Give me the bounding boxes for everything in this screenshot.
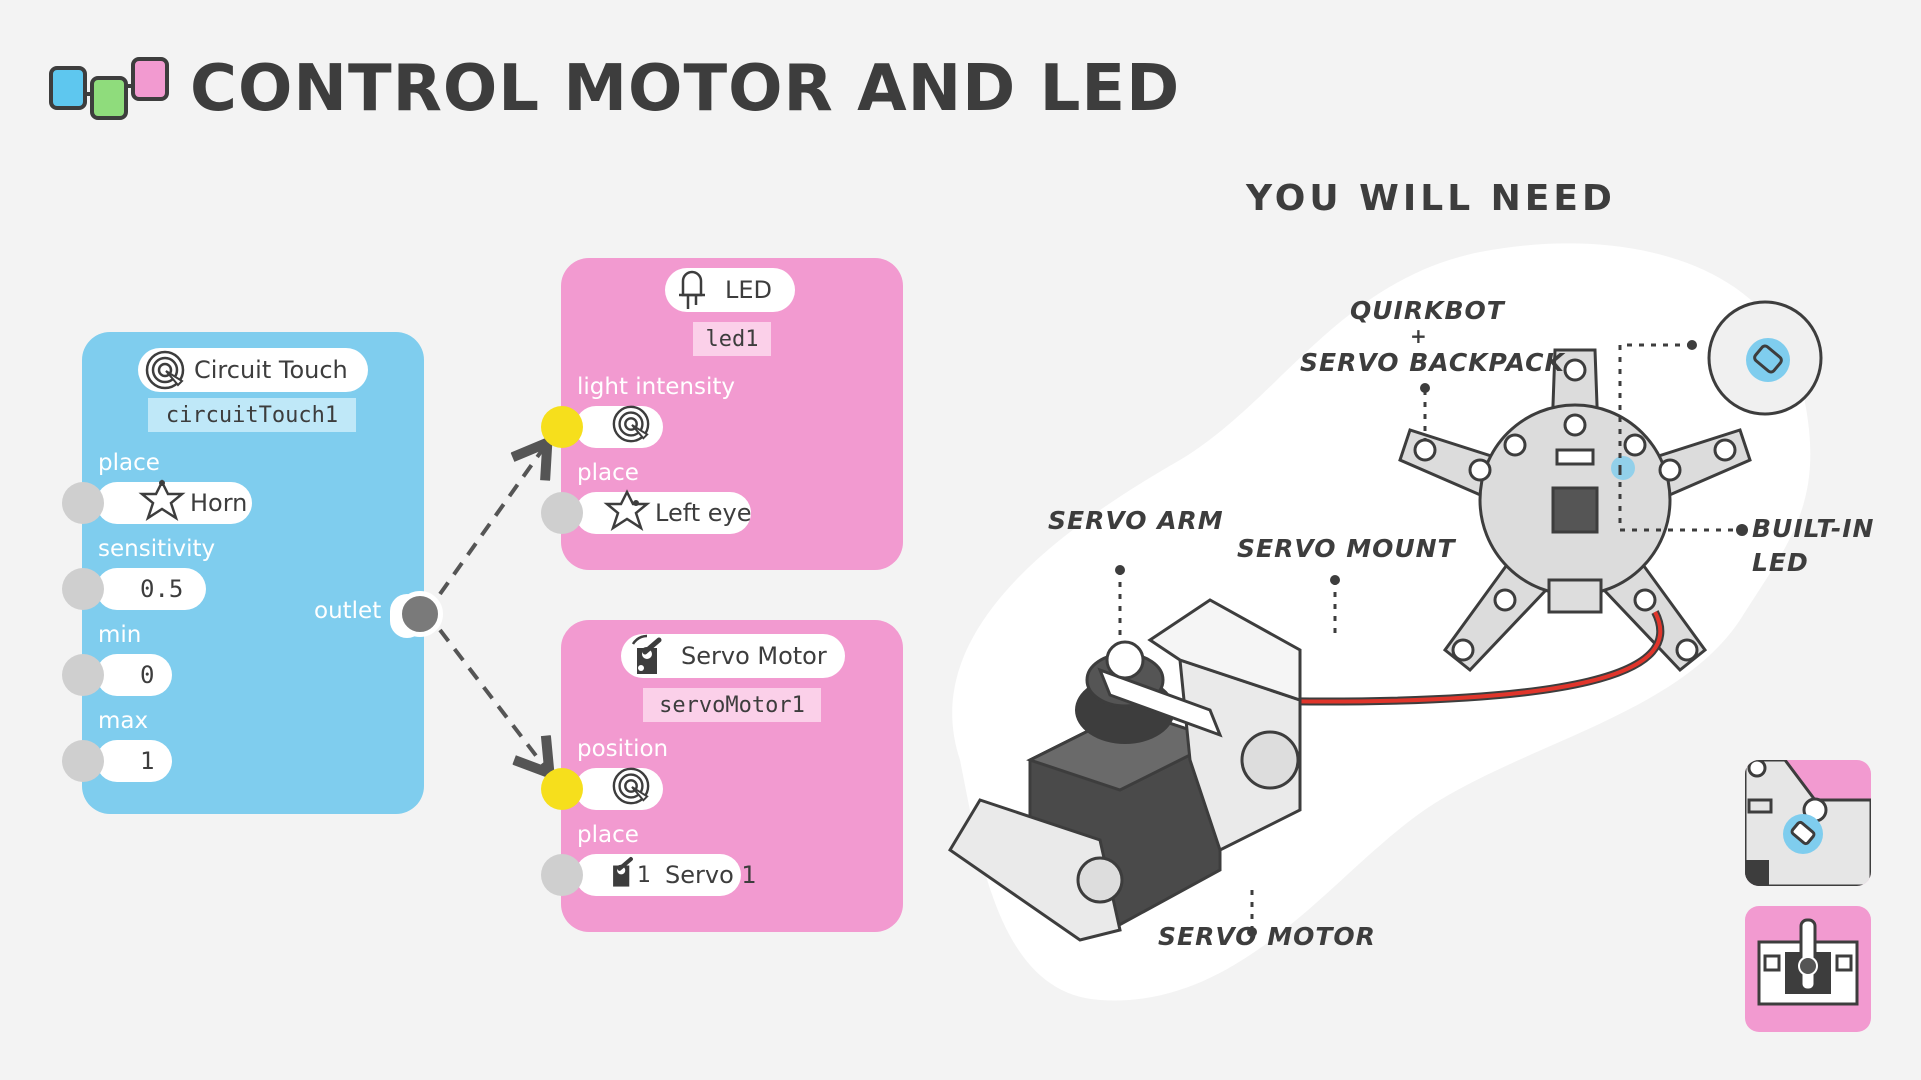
place-label: place (98, 450, 160, 476)
star-bot-icon (603, 488, 651, 538)
servo-place-field[interactable]: 1 Servo 1 (575, 854, 757, 896)
led-place-field[interactable]: Left eye (575, 489, 752, 534)
led-id[interactable]: led1 (693, 322, 771, 356)
servo-icon (625, 633, 671, 679)
touch-icon (142, 347, 188, 393)
servo-place-label: place (577, 822, 639, 848)
min-label: min (98, 622, 142, 648)
callout-servo-mount: SERVO MOUNT (1237, 534, 1456, 563)
min-value: 0 (140, 661, 155, 689)
led-node[interactable]: LED led1 light intensity place Left eye (541, 258, 903, 570)
star-bot-icon (138, 478, 186, 528)
servo-thumbnail[interactable] (1745, 906, 1871, 1032)
circuit-touch-id[interactable]: circuitTouch1 (148, 398, 356, 432)
circuit-touch-node[interactable]: Circuit Touch circuitTouch1 place Horn s… (62, 332, 424, 814)
servo-thumbnail-icon (1757, 918, 1859, 1006)
callout-servo-motor: SERVO MOTOR (1158, 922, 1376, 951)
sensitivity-field[interactable]: 0.5 (96, 568, 206, 610)
min-field[interactable]: 0 (96, 654, 172, 696)
led-header[interactable]: LED (665, 268, 795, 312)
place-port[interactable] (62, 482, 104, 524)
light-intensity-label: light intensity (577, 374, 736, 400)
outlet-port[interactable] (397, 591, 443, 637)
callout-servo-backpack: SERVO BACKPACK (1300, 348, 1565, 377)
logo-blocks-icon (49, 57, 169, 120)
touch-icon (611, 766, 651, 812)
servo-node[interactable]: Servo Motor servoMotor1 position place 1… (541, 620, 903, 932)
place-field[interactable]: Horn (96, 479, 252, 524)
position-field[interactable] (575, 766, 663, 812)
callout-quirkbot: QUIRKBOT (1350, 296, 1505, 325)
outlet-label: outlet (314, 598, 382, 624)
led-icon (669, 267, 715, 313)
servo-assembly (947, 598, 1302, 942)
place-value: Horn (190, 489, 248, 517)
quirkbot-board (1214, 348, 1752, 706)
servo-header[interactable]: Servo Motor (621, 634, 845, 678)
circuit-touch-header[interactable]: Circuit Touch (138, 348, 368, 392)
max-value: 1 (140, 747, 155, 775)
servo-place-value: Servo 1 (665, 861, 757, 889)
light-intensity-port[interactable] (541, 406, 583, 448)
led-name: LED (725, 276, 773, 304)
board-thumbnail-icon (1745, 760, 1871, 886)
max-port[interactable] (62, 740, 104, 782)
callout-servo-arm: SERVO ARM (1048, 506, 1224, 535)
max-label: max (98, 708, 149, 734)
light-intensity-field[interactable] (575, 404, 663, 450)
servo-place-port[interactable] (541, 854, 583, 896)
sensitivity-value: 0.5 (140, 575, 184, 603)
touch-icon (611, 404, 651, 450)
you-will-need-title: YOU WILL NEED (1246, 178, 1616, 219)
led-zoom-circle (1707, 300, 1823, 416)
servo-place-badge: 1 (637, 862, 651, 888)
position-port[interactable] (541, 768, 583, 810)
page-title: CONTROL MOTOR AND LED (190, 52, 1181, 126)
hardware-illustration (947, 243, 1823, 1001)
callout-plus: + (1410, 324, 1428, 348)
led-place-value: Left eye (655, 499, 752, 527)
servo-icon (605, 850, 639, 900)
servo-id[interactable]: servoMotor1 (643, 688, 821, 722)
sensitivity-port[interactable] (62, 568, 104, 610)
max-field[interactable]: 1 (96, 740, 172, 782)
board-thumbnail[interactable] (1745, 760, 1871, 886)
min-port[interactable] (62, 654, 104, 696)
circuit-touch-name: Circuit Touch (194, 356, 348, 384)
callout-led: LED (1752, 548, 1809, 577)
led-place-port[interactable] (541, 492, 583, 534)
servo-name: Servo Motor (681, 642, 827, 670)
position-label: position (577, 736, 669, 762)
led-place-label: place (577, 460, 639, 486)
callout-builtin: BUILT-IN (1752, 514, 1875, 543)
arrow-to-servo (438, 628, 547, 770)
sensitivity-label: sensitivity (98, 536, 216, 562)
arrow-to-led (438, 446, 545, 596)
